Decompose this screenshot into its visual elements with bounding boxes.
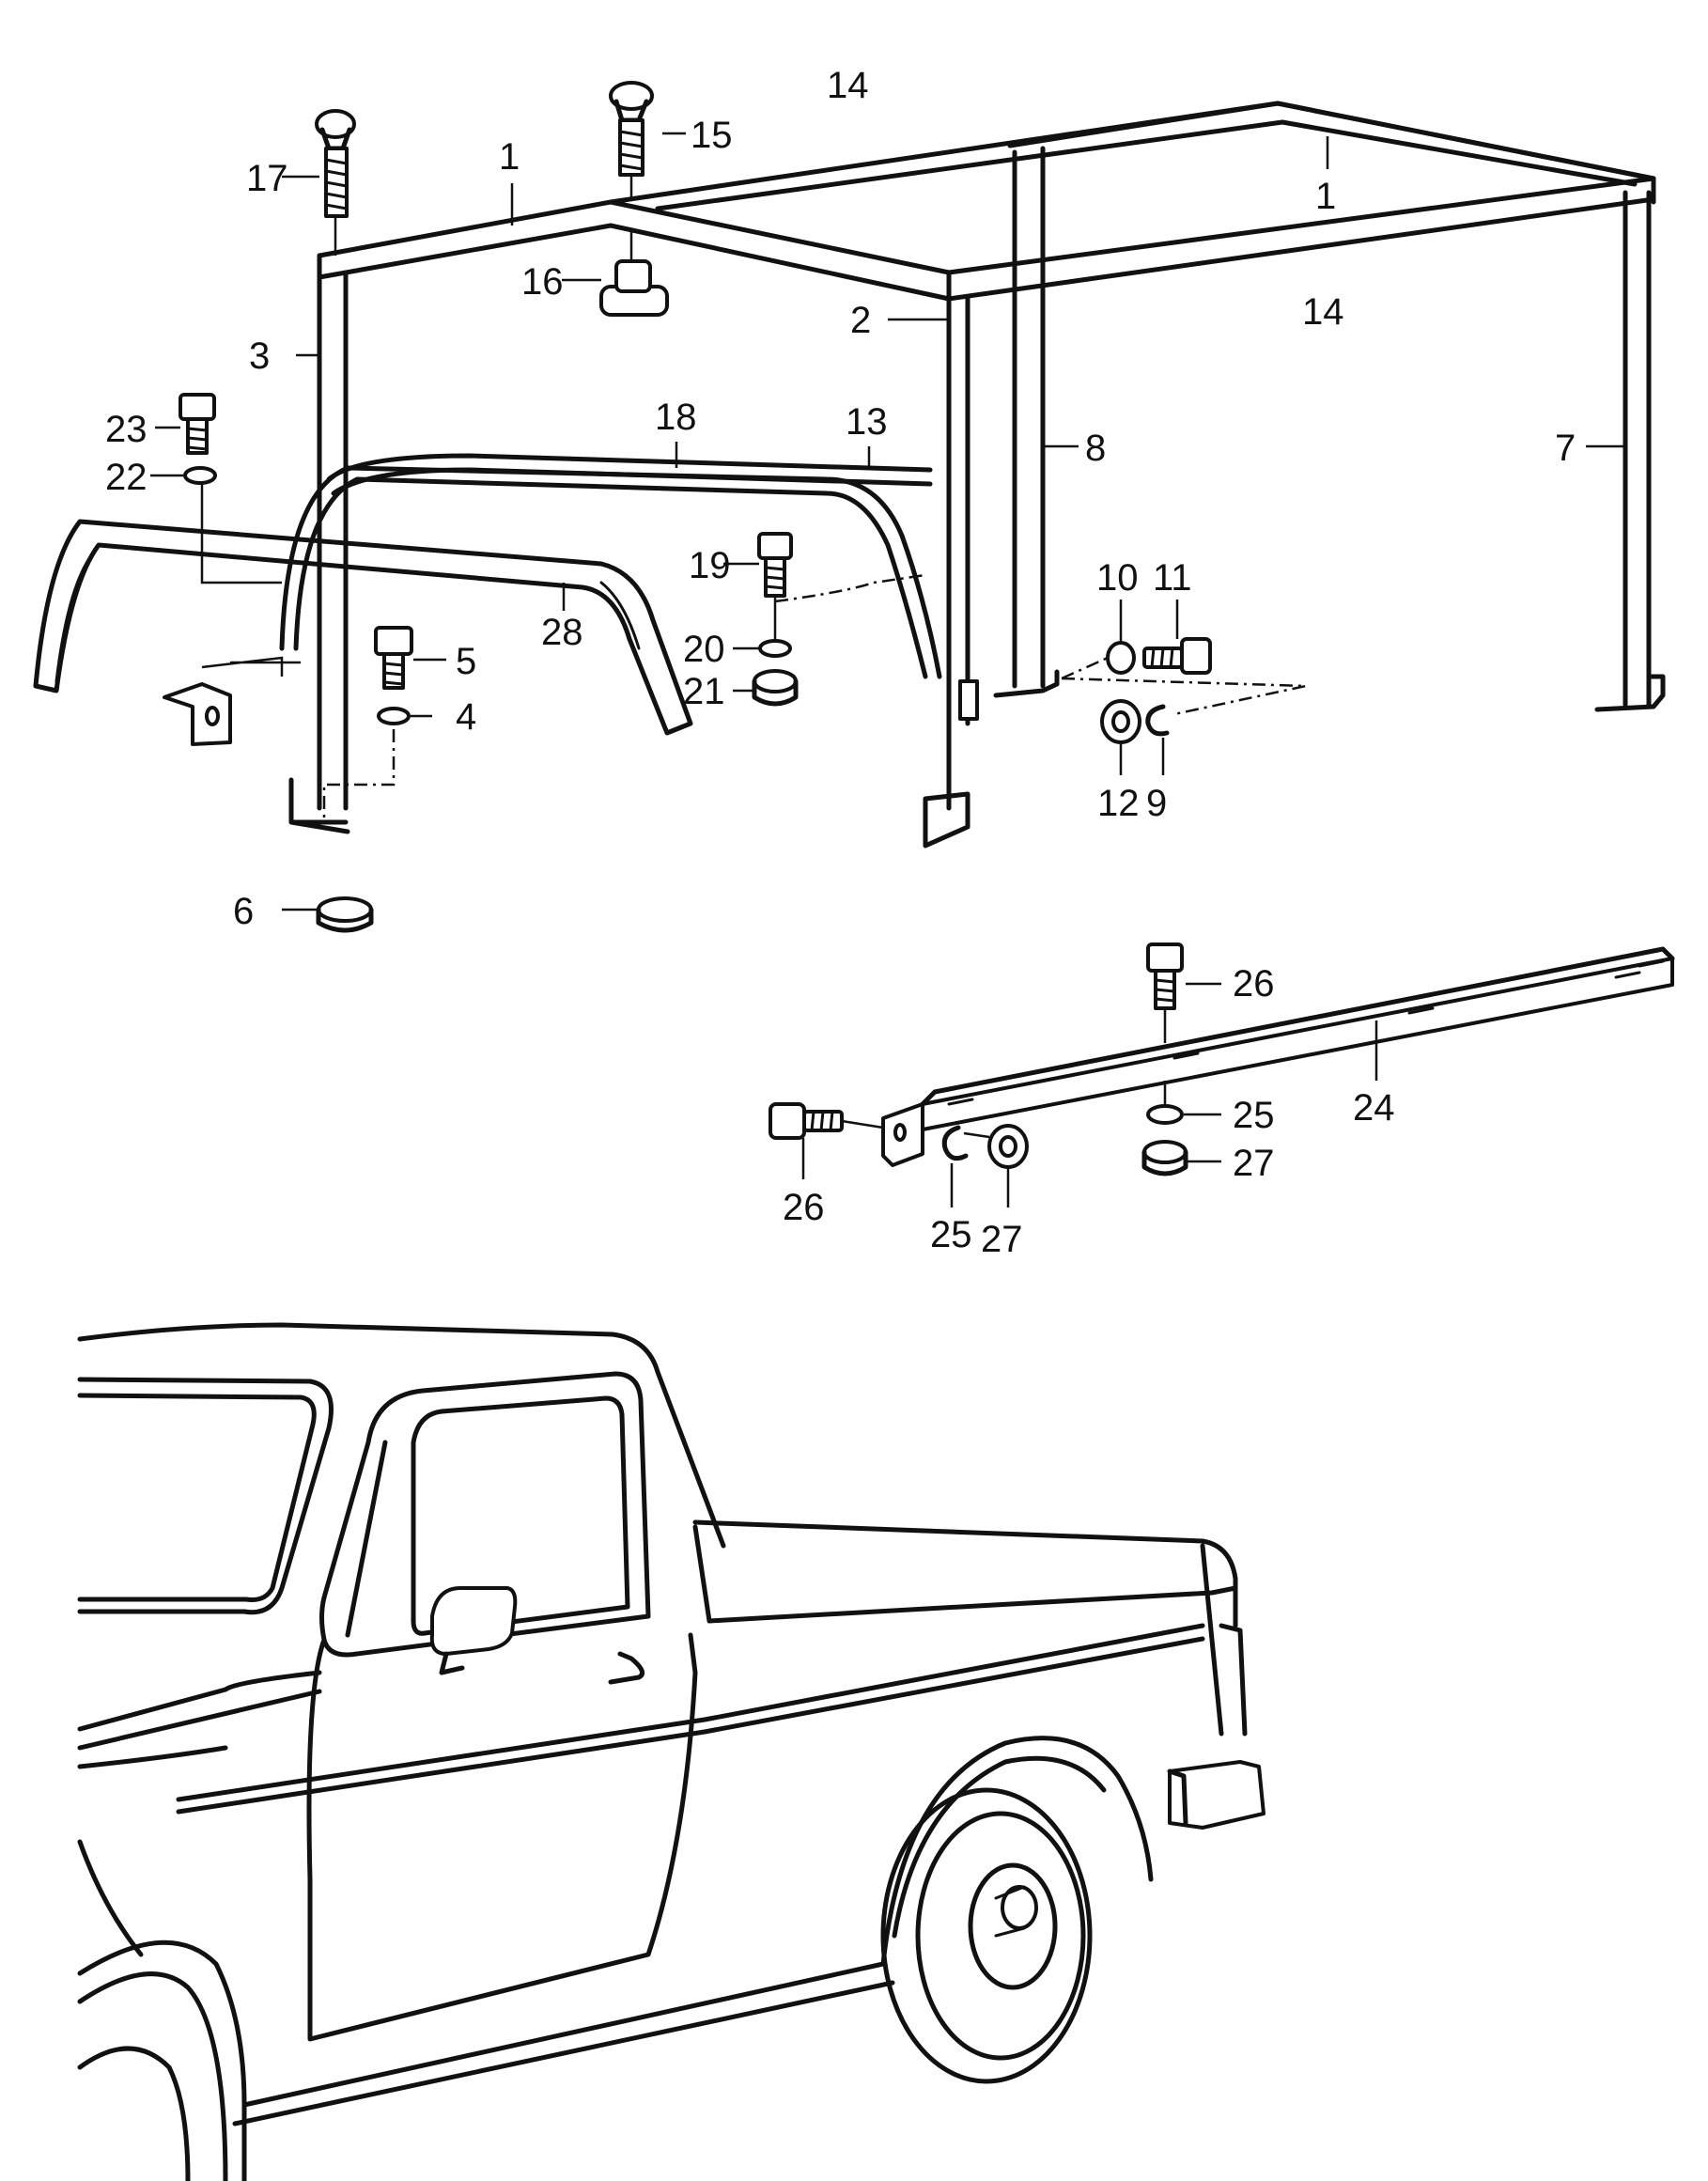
callout-14: 14 — [1302, 291, 1344, 333]
nut-6-icon — [316, 896, 374, 933]
nut-12-icon — [1100, 699, 1141, 744]
bolt-11-icon — [1142, 637, 1212, 675]
washer-22-icon — [183, 466, 217, 485]
nut-21-icon — [752, 669, 799, 707]
callout-20: 20 — [683, 629, 725, 670]
callout-18: 18 — [655, 397, 697, 438]
callout-23: 23 — [105, 409, 148, 450]
nut-27a-icon — [1141, 1140, 1188, 1176]
callout-10: 10 — [1096, 557, 1139, 599]
callout-25: 25 — [930, 1214, 972, 1255]
callout-26: 26 — [1233, 963, 1275, 1005]
washer-9-icon — [1145, 704, 1170, 737]
callout-13: 13 — [846, 401, 888, 443]
hardware — [163, 81, 1675, 1176]
callout-4: 4 — [456, 696, 476, 738]
bolt-26b-icon — [769, 1102, 844, 1140]
callout-12: 12 — [1097, 783, 1140, 824]
bolt-26a-icon — [1146, 943, 1184, 1010]
callout-3: 3 — [249, 335, 270, 377]
callout-24: 24 — [1353, 1087, 1395, 1129]
callout-28: 28 — [541, 612, 583, 653]
callout-9: 9 — [1146, 783, 1167, 824]
callout-27: 27 — [981, 1219, 1023, 1260]
strip-24 — [881, 946, 1675, 1167]
washer-4-icon — [377, 707, 411, 725]
washer-25b-icon — [941, 1125, 969, 1161]
callout-16: 16 — [521, 261, 564, 303]
wheel-arch-trims — [33, 453, 942, 736]
screw-15-icon — [609, 81, 654, 177]
callout-17: 17 — [246, 158, 288, 199]
leader-lines — [150, 132, 1623, 1207]
callout-27: 27 — [1233, 1143, 1275, 1184]
roll-bar-frame — [288, 101, 1666, 849]
bracket-icon — [163, 682, 232, 746]
callout-7: 7 — [1555, 428, 1576, 469]
callout-25: 25 — [1233, 1095, 1275, 1136]
washer-25a-icon — [1146, 1104, 1184, 1125]
callout-1: 1 — [499, 136, 520, 178]
callout-14: 14 — [827, 65, 869, 106]
callout-15: 15 — [691, 115, 733, 156]
screw-17-icon — [315, 109, 356, 218]
callout-1: 1 — [1315, 176, 1336, 217]
callout-6: 6 — [233, 891, 254, 932]
callout-labels: 1 1 2 3 4 5 6 7 8 9 10 11 12 13 14 14 15… — [105, 65, 1576, 1260]
callout-21: 21 — [683, 671, 725, 712]
callout-11: 11 — [1153, 557, 1192, 599]
bolt-5-icon — [374, 626, 413, 690]
washer-20-icon — [758, 639, 792, 658]
callout-5: 5 — [456, 641, 476, 682]
callout-8: 8 — [1085, 428, 1106, 469]
callout-2: 2 — [850, 300, 871, 341]
pickup-truck-illustration — [77, 1322, 1265, 2181]
nut-27b-icon — [987, 1124, 1029, 1169]
bolt-19-icon — [757, 532, 793, 598]
nut-insert-16-icon — [599, 259, 669, 317]
callout-26: 26 — [783, 1187, 825, 1228]
callout-19: 19 — [689, 545, 731, 586]
bolt-23-icon — [179, 393, 216, 455]
callout-22: 22 — [105, 457, 148, 498]
washer-10-icon — [1106, 641, 1136, 675]
